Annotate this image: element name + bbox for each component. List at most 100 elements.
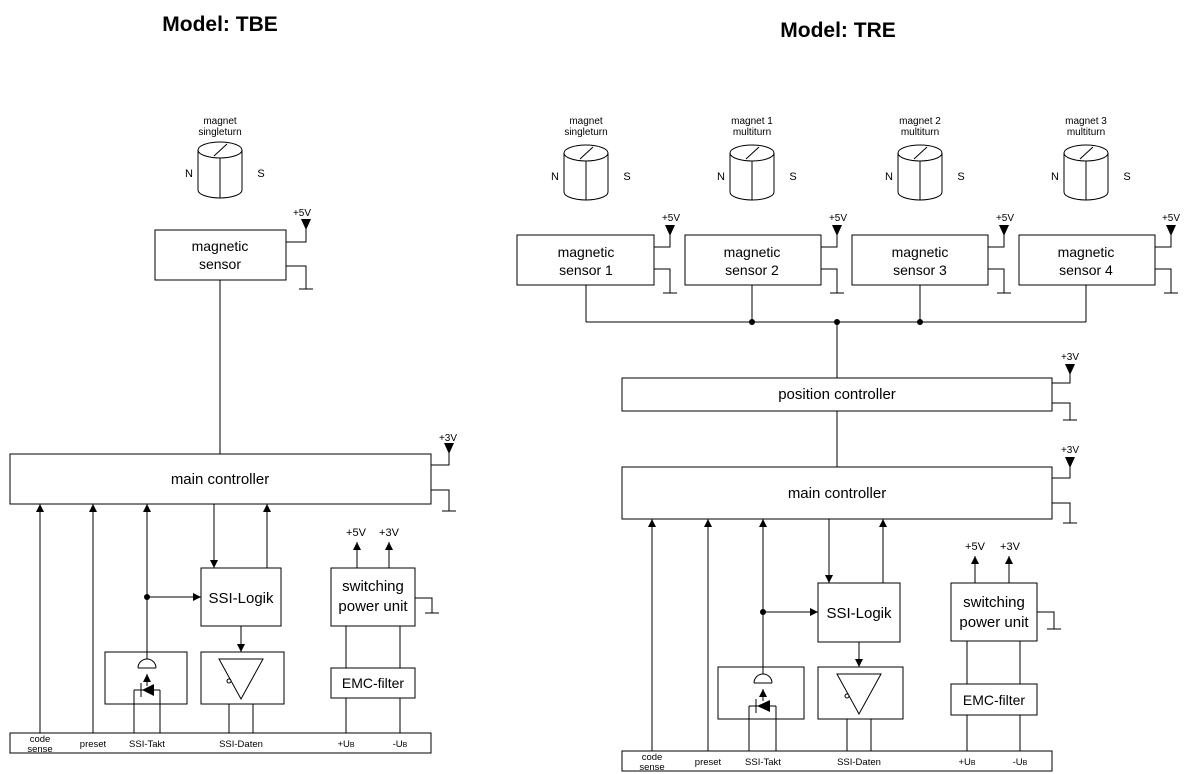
tre-title: Model: TRE — [780, 19, 896, 42]
tre-switching-power-unit-box — [950, 582, 1038, 642]
tbe-ssi-receiver-box — [104, 651, 188, 705]
tre-magnet-1-pole-n: N — [551, 171, 559, 183]
tbe-main-controller-label: main controller — [171, 471, 269, 488]
tbe-terminal-preset: preset — [80, 739, 107, 750]
tre-magnet-2-pole-s: S — [789, 171, 796, 183]
tbe-switching-power-unit-box — [330, 567, 416, 627]
tre-magnet-1-label-2: singleturn — [564, 127, 607, 138]
tre-sensor-4-power-symbol — [1155, 225, 1178, 294]
tre-terminal-code-2: sense — [639, 762, 664, 773]
tre-magnet-1: magnet singleturn N S — [551, 116, 631, 201]
tre-sensor-4-voltage: +5V — [1162, 213, 1180, 224]
tre-magnet-3-pole-s: S — [957, 171, 964, 183]
tre-magnet-4-label-2: multiturn — [1067, 127, 1105, 138]
tre-magnet-1-pole-s: S — [623, 171, 630, 183]
tre-magnet-3-label-2: multiturn — [901, 127, 939, 138]
tre-terminal-strip — [621, 750, 1053, 772]
tre-sensor-2-box — [684, 234, 822, 286]
tbe-terminal-code-1: code — [30, 734, 51, 745]
tbe-terminal-ssi-daten: SSI-Daten — [219, 739, 263, 750]
tbe-terminal-code-2: sense — [27, 744, 52, 755]
tre-magnet-3-label-1: magnet 2 — [899, 116, 941, 127]
tre-magnet-4-icon — [1063, 144, 1109, 201]
tre-sensor-2-voltage: +5V — [829, 213, 847, 224]
tre-magnet-2-label-1: magnet 1 — [731, 116, 773, 127]
tre-controller-power-symbol — [1052, 457, 1077, 524]
tbe-optocoupler-icon — [133, 652, 161, 733]
tre-terminal-code-1: code — [642, 752, 663, 763]
tbe-main-controller-box — [9, 453, 432, 505]
tre-sensor-3-voltage: +5V — [996, 213, 1014, 224]
tre-terminal-ssi-daten: SSI-Daten — [837, 757, 881, 768]
tre-ssi-logik-box — [817, 582, 901, 643]
tbe-psu-label-1: switching — [342, 578, 404, 595]
tre-magnet-4: magnet 3 multiturn N S — [1051, 116, 1131, 201]
tre-controller-voltage: +3V — [1061, 445, 1079, 456]
tre-magnet-2-pole-n: N — [717, 171, 725, 183]
tre-main-controller-box — [621, 466, 1053, 520]
tre-terminal-ssi-takt: SSI-Takt — [745, 757, 781, 768]
tbe-controller-power-symbol — [431, 443, 456, 512]
tre-sensor-2-label-2: sensor 2 — [725, 262, 779, 278]
tre-magnet-1-label-1: magnet — [569, 116, 603, 127]
tbe-terminal-ub-plus: +UB — [337, 739, 354, 750]
tre-sensor-4-box — [1018, 234, 1156, 286]
tbe-ssi-logik-box — [200, 567, 282, 627]
tre-sensor-1-box — [516, 234, 655, 286]
tre-sensor-2-power-symbol — [821, 225, 844, 294]
tbe-sensor-power-symbol — [286, 219, 313, 290]
tre-sensor-1-label-2: sensor 1 — [559, 262, 613, 278]
tbe-psu-ground-symbol — [415, 597, 439, 614]
tre-driver-buffer-icon — [836, 673, 882, 751]
tre-sensor-2-label-1: magnetic — [724, 244, 781, 260]
tbe-magnet-label-1: magnet — [203, 116, 237, 127]
tbe-diagram: Model: TBE magnet singleturn N S magneti… — [9, 13, 457, 755]
tre-optocoupler-icon — [748, 667, 777, 751]
tbe-title: Model: TBE — [162, 13, 278, 36]
tbe-terminal-strip — [9, 732, 432, 754]
tbe-psu-v3: +3V — [379, 527, 400, 539]
tre-position-controller-label: position controller — [778, 386, 896, 403]
tre-magnet-2: magnet 1 multiturn N S — [717, 116, 797, 201]
tre-ssi-receiver-box — [717, 666, 805, 720]
tre-terminal-ub-plus: +UB — [958, 757, 975, 768]
tre-magnet-3-icon — [897, 144, 943, 201]
tbe-magnet-icon — [197, 141, 243, 199]
tre-psu-v5: +5V — [965, 541, 986, 553]
tre-sensor-4-label-1: magnetic — [1058, 244, 1115, 260]
tbe-sensor-voltage: +5V — [293, 208, 311, 219]
tre-terminal-ub-minus: -UB — [1013, 757, 1028, 768]
tbe-magnet-label-2: singleturn — [198, 127, 241, 138]
tre-magnet-4-pole-s: S — [1123, 171, 1130, 183]
tre-sensor-1-power-symbol — [654, 225, 677, 294]
tbe-terminal-ub-minus: -UB — [393, 739, 408, 750]
tbe-sensor-label-2: sensor — [199, 256, 241, 272]
tre-sensor-4-label-2: sensor 4 — [1059, 262, 1113, 278]
tre-main-controller-label: main controller — [788, 485, 886, 502]
tre-terminal-preset: preset — [695, 757, 722, 768]
tre-sensor-3-label-1: magnetic — [892, 244, 949, 260]
tre-magnet-1-icon — [563, 144, 609, 201]
tbe-magnet: magnet singleturn N S — [185, 116, 265, 199]
tbe-ssi-logik-label: SSI-Logik — [208, 590, 274, 607]
tre-position-power-symbol — [1052, 364, 1077, 421]
tre-sensor-3-power-symbol — [988, 225, 1011, 294]
tbe-emc-filter-box — [330, 667, 416, 699]
tre-emc-filter-label: EMC-filter — [963, 692, 1026, 708]
tbe-psu-v5: +5V — [346, 527, 367, 539]
tre-position-controller-box — [621, 377, 1053, 412]
tbe-psu-label-2: power unit — [338, 598, 408, 615]
tbe-pole-s: S — [257, 168, 264, 180]
tre-sensor-3-label-2: sensor 3 — [893, 262, 947, 278]
tre-magnet-2-icon — [729, 144, 775, 201]
tbe-controller-voltage: +3V — [439, 433, 457, 444]
tre-ssi-logik-label: SSI-Logik — [826, 605, 892, 622]
tbe-pole-n: N — [185, 168, 193, 180]
tre-psu-label-2: power unit — [959, 614, 1029, 631]
tre-magnet-4-label-1: magnet 3 — [1065, 116, 1107, 127]
tre-position-voltage: +3V — [1061, 352, 1079, 363]
tre-sensor-bus — [585, 285, 1087, 378]
tre-magnet-4-pole-n: N — [1051, 171, 1059, 183]
tre-emc-filter-box — [950, 683, 1038, 716]
